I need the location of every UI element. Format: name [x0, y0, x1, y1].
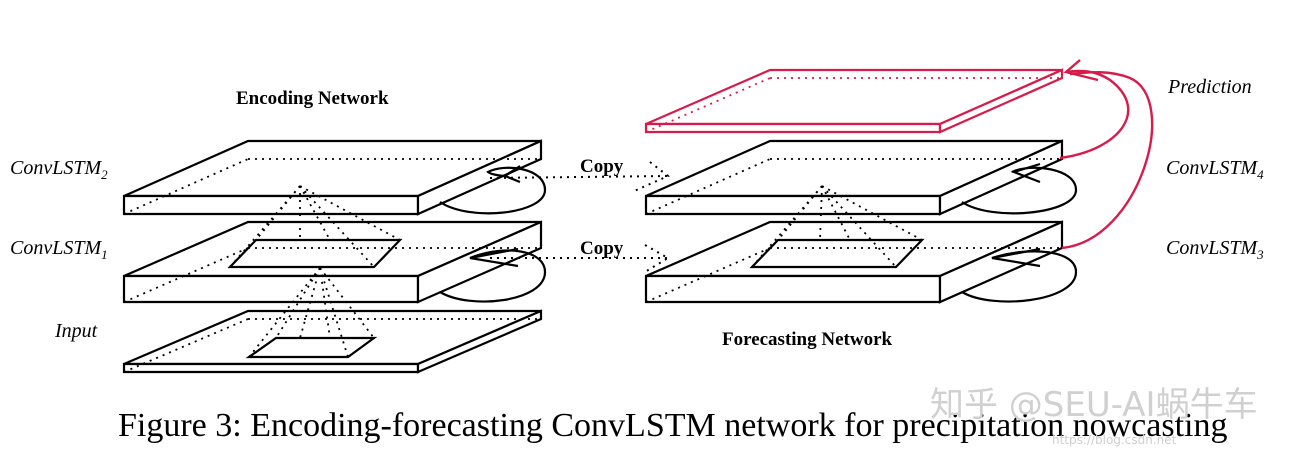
prediction-output-arrows: [1059, 59, 1154, 250]
prediction-label: Prediction: [1167, 76, 1252, 98]
encoding-convlstm2-label: ConvLSTM2: [10, 157, 108, 182]
input-label: Input: [54, 320, 98, 342]
forecasting-receptive-field-lines: [751, 185, 923, 268]
copy-label-top: Copy: [580, 156, 624, 177]
figure-caption: Figure 3: Encoding-forecasting ConvLSTM …: [118, 407, 1227, 444]
encoding-convlstm1-loop: [439, 247, 547, 303]
forecasting-convlstm4-label: ConvLSTM4: [1166, 157, 1264, 182]
input-layer: [122, 309, 543, 374]
encoding-convlstm1-layer: [122, 220, 543, 304]
encoding-convlstm2-loop: [439, 165, 547, 215]
encoding-network-title: Encoding Network: [236, 88, 389, 109]
prediction-layer: [644, 68, 1064, 134]
forecasting-convlstm4-loop: [961, 162, 1078, 215]
copy-arrow-bottom: [490, 244, 670, 273]
forecasting-convlstm3-layer: [644, 220, 1064, 304]
forecasting-convlstm3-label: ConvLSTM3: [1166, 237, 1264, 262]
forecasting-network-title: Forecasting Network: [722, 329, 893, 350]
watermark-url: https://blog.csdn.net: [1052, 433, 1177, 447]
copy-label-bottom: Copy: [580, 238, 624, 259]
encoding-convlstm1-label: ConvLSTM1: [10, 237, 108, 262]
watermark-text: 知乎 @SEU-AI蜗牛车: [930, 385, 1258, 425]
forecasting-convlstm3-loop: [961, 247, 1078, 303]
encoding-receptive-field-lines: [229, 185, 401, 358]
copy-arrow-top: [489, 161, 670, 193]
